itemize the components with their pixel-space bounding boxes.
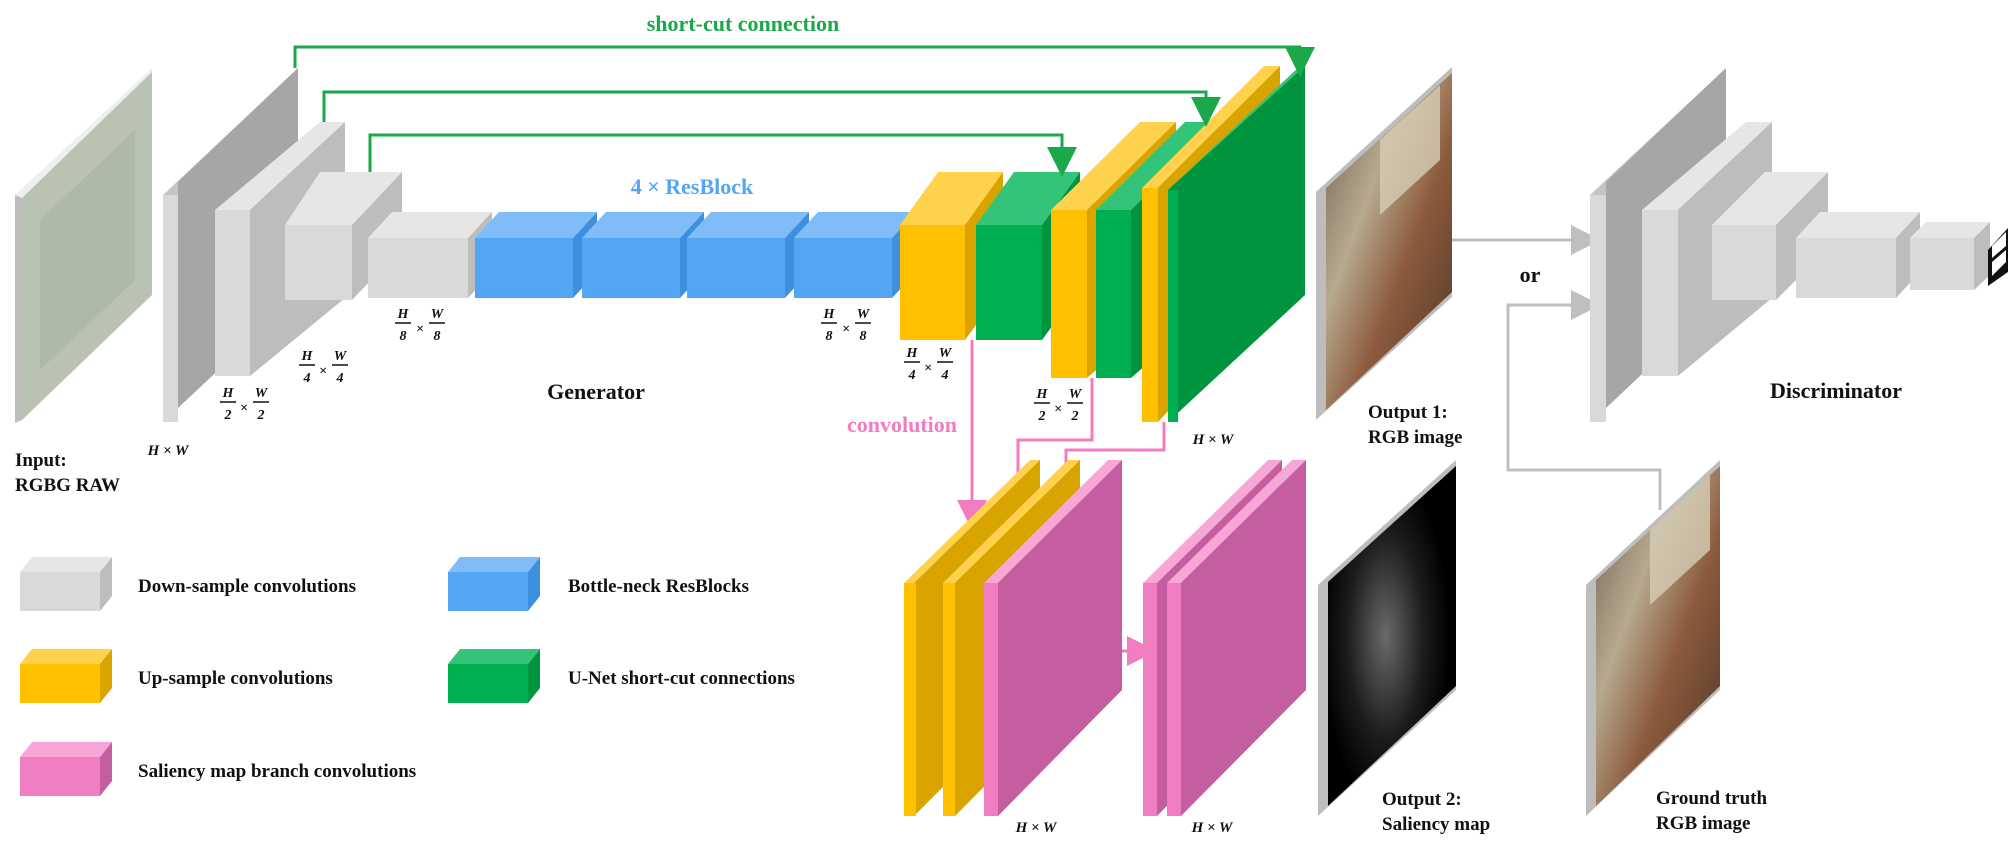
discriminator-block-4 xyxy=(1796,212,1920,298)
svg-text:H: H xyxy=(906,346,919,361)
svg-text:W: W xyxy=(255,386,269,401)
encoder-block-4 xyxy=(368,212,492,298)
output2-label-line2: Saliency map xyxy=(1382,814,1490,835)
legend-swatch-gray xyxy=(20,557,112,611)
resblock-1 xyxy=(475,212,597,298)
output2-label-line1: Output 2: xyxy=(1382,789,1462,810)
svg-text:4: 4 xyxy=(303,371,311,386)
dim-saliency-hw-2: H × W xyxy=(1191,820,1234,836)
svg-text:H: H xyxy=(823,307,836,322)
svg-text:×: × xyxy=(319,364,327,379)
legend-swatch-pink xyxy=(20,742,112,796)
legend: Down-sample convolutions Bottle-neck Res… xyxy=(20,557,795,796)
discriminator-input-arrows xyxy=(1452,225,1662,510)
svg-text:4: 4 xyxy=(336,371,344,386)
svg-text:H: H xyxy=(222,386,235,401)
dim-quarter: H 4 × W 4 xyxy=(299,349,348,386)
svg-text:2: 2 xyxy=(257,408,265,423)
output-rgb-image xyxy=(1316,67,1452,420)
ground-truth-label-line2: RGB image xyxy=(1656,813,1750,834)
generator-label: Generator xyxy=(547,379,645,404)
convolution-label: convolution xyxy=(847,412,957,437)
svg-text:H: H xyxy=(301,349,314,364)
dim-eighth-encoder: H 8 × W 8 xyxy=(395,307,445,344)
svg-text:4: 4 xyxy=(941,368,949,383)
output-saliency-map xyxy=(1318,460,1456,816)
dim-eighth-bottleneck: H 8 × W 8 xyxy=(821,307,871,344)
discriminator-patch-output xyxy=(1988,228,2008,286)
svg-text:8: 8 xyxy=(400,329,407,344)
resblock-label: 4 × ResBlock xyxy=(631,174,754,199)
dim-quarter-decoder: H 4 × W 4 xyxy=(904,346,953,383)
svg-text:W: W xyxy=(431,307,445,322)
svg-text:H: H xyxy=(1036,387,1049,402)
discriminator-label: Discriminator xyxy=(1770,378,1902,403)
svg-text:W: W xyxy=(1069,387,1083,402)
svg-text:8: 8 xyxy=(434,329,441,344)
svg-text:2: 2 xyxy=(1038,409,1046,424)
resblock-3 xyxy=(687,212,809,298)
svg-text:×: × xyxy=(416,322,424,337)
svg-text:H: H xyxy=(397,307,410,322)
or-label: or xyxy=(1520,262,1541,287)
svg-text:W: W xyxy=(334,349,348,364)
legend-swatch-yellow xyxy=(20,649,112,703)
output1-label-line2: RGB image xyxy=(1368,427,1462,448)
dim-output-hw: H × W xyxy=(1192,432,1235,448)
legend-label-bottleneck: Bottle-neck ResBlocks xyxy=(568,576,749,597)
resblock-4 xyxy=(794,212,916,298)
legend-swatch-green xyxy=(448,649,540,703)
dim-half-decoder: H 2 × W 2 xyxy=(1034,387,1083,424)
shortcut-connection-arrows xyxy=(293,45,1315,177)
svg-text:×: × xyxy=(240,401,248,416)
input-raw-image xyxy=(15,68,152,423)
saliency-conv-3 xyxy=(1167,460,1306,816)
input-label-line2: RGBG RAW xyxy=(15,475,120,496)
ground-truth-image xyxy=(1586,460,1720,816)
svg-text:W: W xyxy=(857,307,871,322)
legend-label-downsample: Down-sample convolutions xyxy=(138,576,356,597)
shortcut-block-3 xyxy=(1168,66,1305,422)
saliency-conv-1 xyxy=(984,460,1122,816)
dim-saliency-hw-1: H × W xyxy=(1015,820,1058,836)
legend-label-saliency: Saliency map branch convolutions xyxy=(138,761,416,782)
svg-text:×: × xyxy=(924,361,932,376)
legend-swatch-blue xyxy=(448,557,540,611)
svg-text:4: 4 xyxy=(908,368,916,383)
resblock-2 xyxy=(582,212,704,298)
svg-text:2: 2 xyxy=(224,408,232,423)
svg-text:×: × xyxy=(842,322,850,337)
shortcut-connection-label: short-cut connection xyxy=(647,11,839,36)
dim-input-hw: H × W xyxy=(147,443,190,459)
input-label-line1: Input: xyxy=(15,450,67,471)
ground-truth-label-line1: Ground truth xyxy=(1656,788,1767,809)
discriminator-block-5 xyxy=(1910,222,1990,290)
legend-label-shortcut: U-Net short-cut connections xyxy=(568,668,795,689)
legend-label-upsample: Up-sample convolutions xyxy=(138,668,333,689)
output1-label-line1: Output 1: xyxy=(1368,402,1448,423)
svg-text:2: 2 xyxy=(1071,409,1079,424)
svg-text:8: 8 xyxy=(860,329,867,344)
svg-text:×: × xyxy=(1054,402,1062,417)
svg-text:W: W xyxy=(939,346,953,361)
svg-text:8: 8 xyxy=(826,329,833,344)
dim-half: H 2 × W 2 xyxy=(220,386,269,423)
